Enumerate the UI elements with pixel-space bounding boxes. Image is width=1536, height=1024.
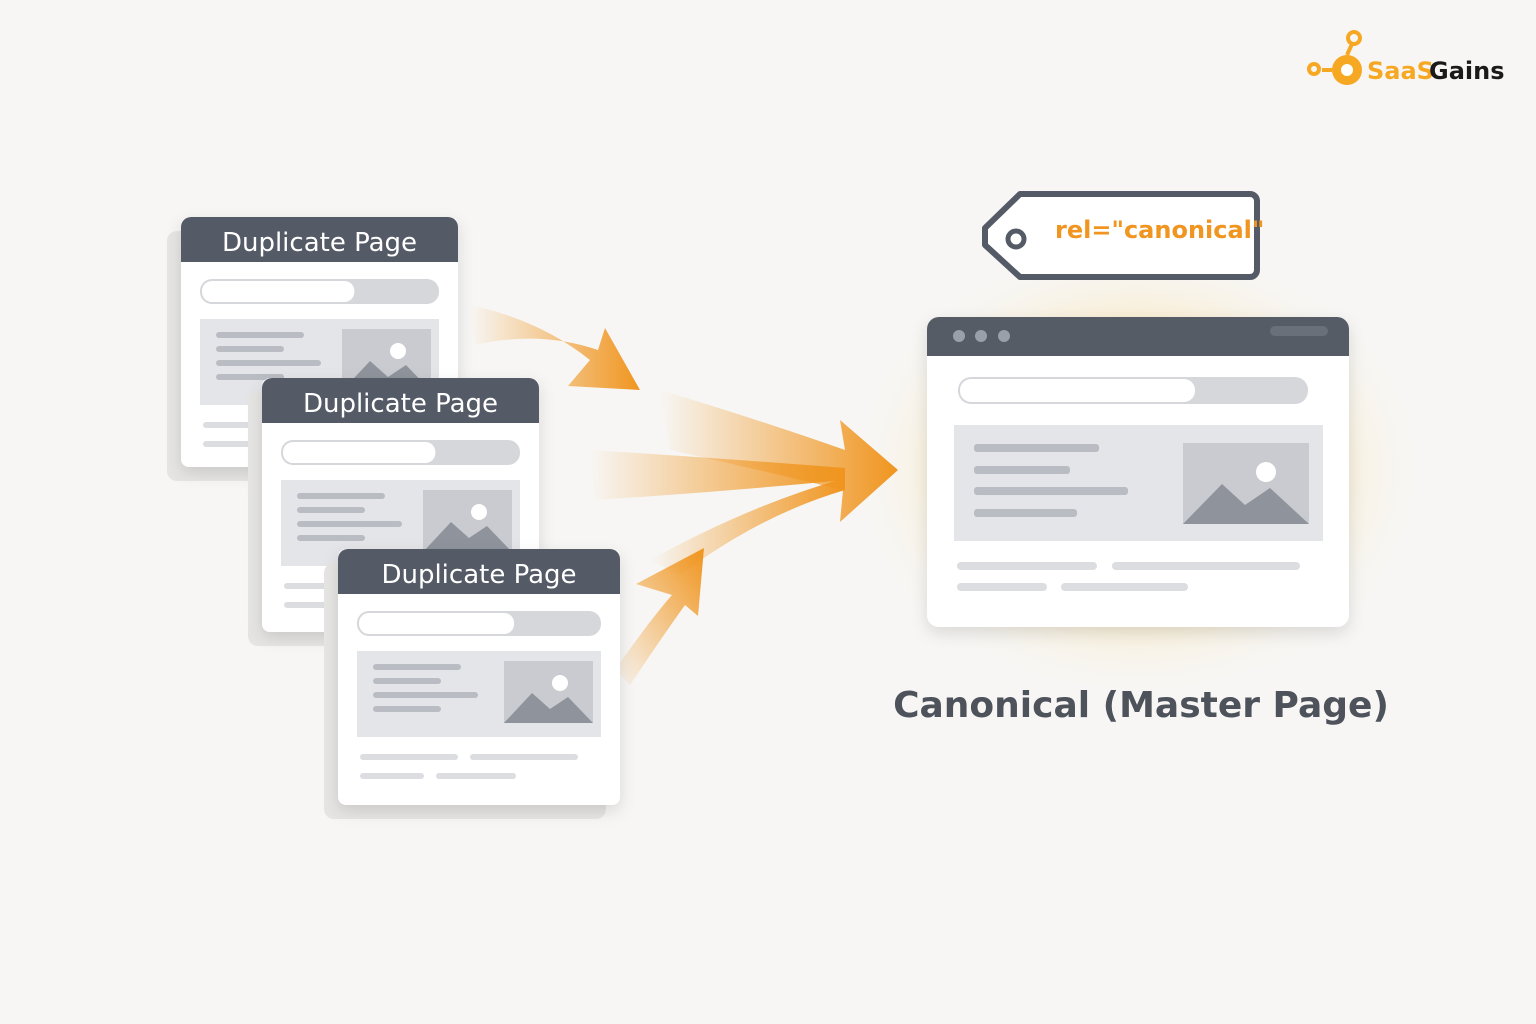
saasgains-logo: SaaS Gains — [1307, 30, 1505, 85]
arrow-1 — [470, 305, 640, 390]
arrow-2-mid — [590, 450, 845, 500]
duplicate-page-title: Duplicate Page — [222, 228, 417, 258]
canonical-tag: rel="canonical" — [982, 191, 1264, 280]
master-caption: Canonical (Master Page) — [893, 685, 1389, 726]
tag-label: rel="canonical" — [1055, 216, 1264, 244]
image-placeholder-icon — [504, 661, 593, 723]
arrow-3 — [615, 548, 704, 685]
logo-text-gains: Gains — [1429, 57, 1505, 85]
duplicate-page: Duplicate Page — [324, 549, 620, 819]
window-dot-icon — [998, 330, 1010, 342]
window-dot-icon — [953, 330, 965, 342]
arrow-2-top — [660, 390, 898, 522]
duplicate-page-header — [338, 549, 620, 594]
master-titlebar — [927, 317, 1349, 356]
duplicate-page-title: Duplicate Page — [303, 389, 498, 419]
image-placeholder-icon — [423, 490, 512, 552]
duplicate-page-title: Duplicate Page — [381, 560, 576, 590]
tag-hole-icon — [1005, 228, 1027, 250]
window-dot-icon — [975, 330, 987, 342]
logo-text-saas: SaaS — [1367, 57, 1434, 85]
duplicate-page-header — [262, 378, 539, 423]
image-placeholder-icon — [1183, 443, 1309, 524]
duplicate-page-header — [181, 217, 458, 262]
arrows — [470, 305, 898, 685]
arrow-2-bottom — [650, 478, 845, 575]
